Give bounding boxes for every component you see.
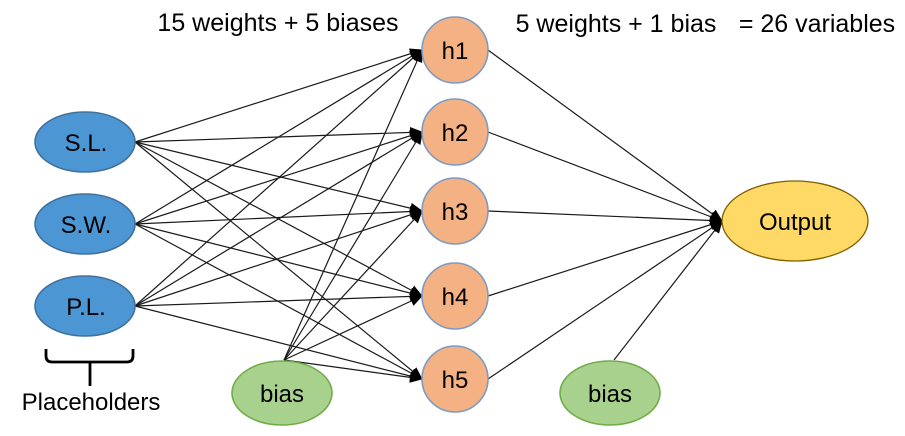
output-node <box>721 180 869 262</box>
edge-pl-h3 <box>134 209 424 307</box>
edge-pl-h2 <box>134 131 423 307</box>
hidden-node-h5 <box>421 345 489 413</box>
hidden-node-h2-label: h2 <box>442 120 469 147</box>
edge-sw-h4 <box>134 223 424 299</box>
bias-node-hidden <box>231 360 333 426</box>
input-node-pl <box>34 275 136 337</box>
output-layer: Output <box>721 180 869 262</box>
output-node-label: Output <box>759 209 831 236</box>
total-variables-note: = 26 variables <box>739 10 895 38</box>
edges-bias1-to-hidden <box>283 49 424 383</box>
edge-sl-h1 <box>134 48 424 143</box>
edge-bias1-h2 <box>283 131 423 361</box>
bias-node-hidden-label: bias <box>260 381 304 408</box>
edge-bias2-output <box>613 220 723 361</box>
edge-pl-h4 <box>134 291 424 307</box>
bias-node-output <box>559 360 661 426</box>
edge-h2-output <box>487 131 724 222</box>
hidden-node-h1 <box>421 16 489 84</box>
hidden-node-h3-label: h3 <box>442 199 469 226</box>
hidden-node-h2 <box>421 98 489 166</box>
output-layer-note: 5 weights + 1 bias <box>516 10 717 38</box>
hidden-node-h4-label: h4 <box>442 284 469 311</box>
edge-h5-output <box>487 220 723 380</box>
edge-h1-output <box>487 49 723 222</box>
input-group-annotation: Placeholders <box>22 349 161 416</box>
edge-h3-output <box>487 210 724 226</box>
bias-node-output-label: bias <box>588 381 632 408</box>
edge-pl-h5 <box>134 305 424 382</box>
placeholders-label: Placeholders <box>22 389 161 416</box>
edges-input-to-hidden <box>134 48 424 382</box>
input-node-sw <box>34 193 136 255</box>
edge-bias1-h4 <box>283 295 423 361</box>
edge-sw-h1 <box>134 49 423 225</box>
input-node-pl-label: P.L. <box>66 294 106 321</box>
edge-pl-h1 <box>134 49 423 307</box>
input-node-sw-label: S.W. <box>61 212 112 239</box>
input-node-sl <box>34 111 136 173</box>
hidden-node-h1-label: h1 <box>442 38 469 65</box>
hidden-layer-note: 15 weights + 5 biases <box>157 9 398 37</box>
edge-sl-h3 <box>134 141 424 214</box>
hidden-layer: h1 h2 h3 h4 h5 <box>421 16 489 413</box>
hidden-node-h5-label: h5 <box>442 367 469 394</box>
hidden-node-h3 <box>421 177 489 245</box>
edge-bias1-h1 <box>283 49 423 361</box>
annotations: 15 weights + 5 biases 5 weights + 1 bias… <box>157 9 895 38</box>
input-node-sl-label: S.L. <box>65 130 108 157</box>
placeholders-brace <box>44 349 135 386</box>
edge-bias1-h5 <box>283 359 424 383</box>
input-layer: S.L. S.W. P.L. <box>34 111 136 337</box>
edge-sw-h3 <box>134 206 424 225</box>
bias-nodes: bias bias <box>231 360 661 426</box>
edge-h4-output <box>487 219 724 297</box>
edge-bias1-h3 <box>283 210 423 361</box>
edges-hidden-to-output <box>487 49 724 380</box>
hidden-node-h4 <box>421 262 489 330</box>
